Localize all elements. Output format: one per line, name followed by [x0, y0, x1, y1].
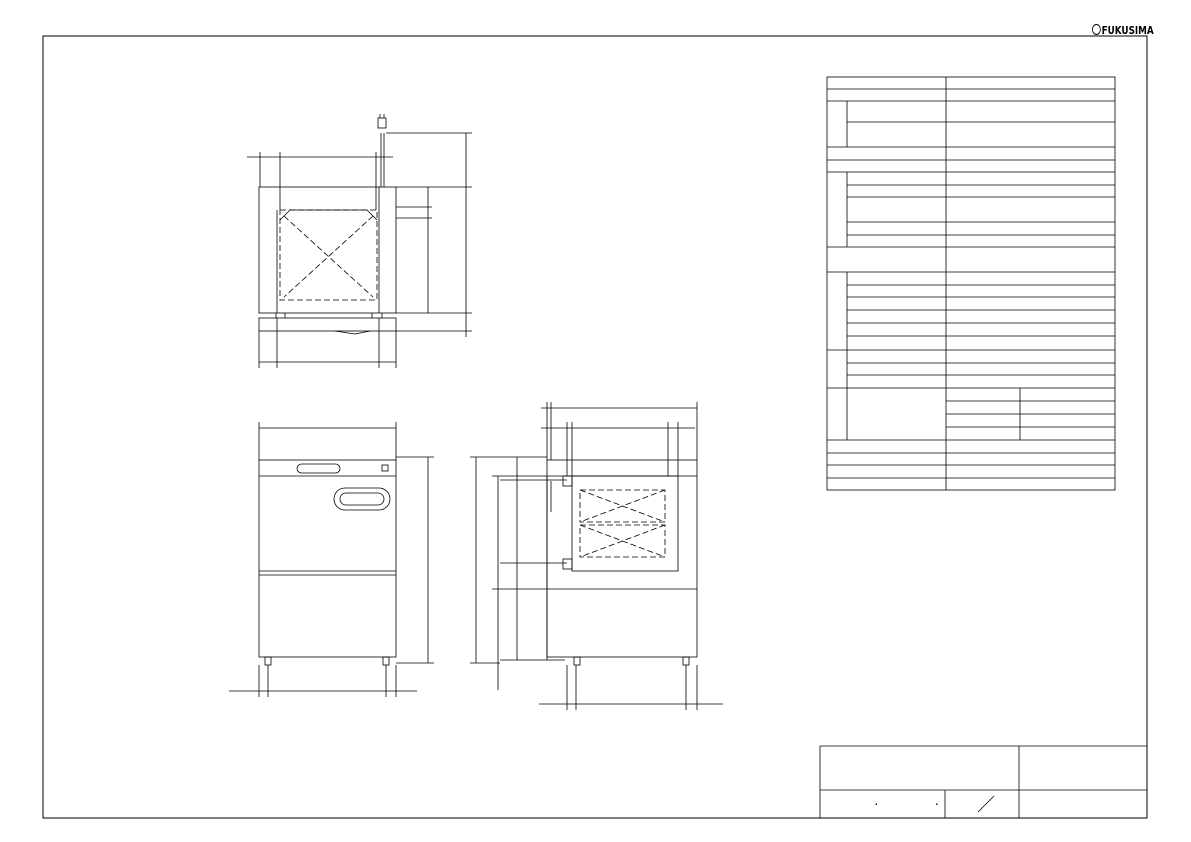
logo-text: FUKUSIMA	[1101, 24, 1154, 37]
manufacturer-logo: FUKUSIMA	[1092, 24, 1154, 37]
title-block-date-dots: · ·	[874, 795, 966, 811]
spec-table	[826, 76, 1116, 491]
side-view	[470, 402, 723, 710]
title-block	[819, 745, 1147, 818]
top-view	[247, 114, 472, 368]
logo-ring-icon	[1092, 24, 1101, 35]
front-view	[229, 422, 434, 697]
drawing-border	[42, 35, 1148, 819]
